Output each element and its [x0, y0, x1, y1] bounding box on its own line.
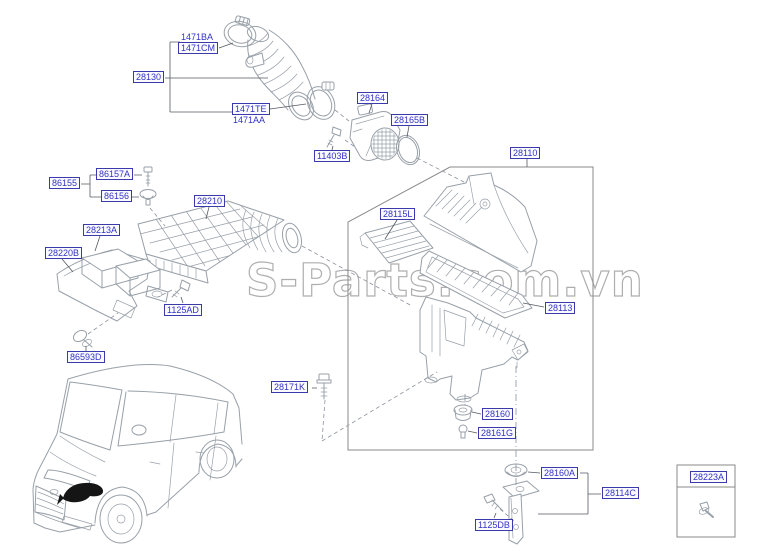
lower-hose-clamp	[306, 81, 336, 120]
part-label-28110[interactable]: 28110	[510, 147, 541, 159]
grommet-86156	[139, 189, 157, 206]
part-label-28113[interactable]: 28113	[545, 302, 576, 314]
part-label-28161G[interactable]: 28161G	[478, 427, 517, 439]
retainer-clip-icon	[698, 501, 714, 518]
bolt-28171K	[316, 373, 332, 400]
air-flow-sensor	[349, 103, 401, 161]
plug-28161G	[458, 424, 468, 439]
part-label-1125DB[interactable]: 1125DB	[475, 519, 513, 531]
assembly-dashed-lines	[87, 109, 517, 522]
part-label-1471CM[interactable]: 1471CM	[178, 42, 219, 54]
vehicle-outline	[32, 364, 243, 544]
part-label-28130[interactable]: 28130	[133, 71, 165, 83]
part-label-1471AA: 1471AA	[233, 115, 266, 125]
legend-box-28223A	[676, 464, 736, 538]
part-label-28160[interactable]: 28160	[482, 408, 514, 420]
air-intake-hose	[245, 25, 316, 121]
part-label-1471BA: 1471BA	[181, 32, 214, 42]
screw-86157A	[143, 166, 153, 187]
part-label-86156[interactable]: 86156	[101, 190, 133, 202]
air-cleaner-body	[419, 296, 529, 403]
part-label-86157A[interactable]: 86157A	[96, 168, 134, 180]
part-label-1125AD[interactable]: 1125AD	[164, 304, 202, 316]
resonator-duct	[137, 200, 303, 303]
part-label-28115L[interactable]: 28115L	[380, 208, 416, 220]
air-cleaner-cover	[423, 172, 538, 273]
part-label-86155[interactable]: 86155	[49, 177, 81, 189]
part-label-28213A[interactable]: 28213A	[83, 224, 121, 236]
mounting-bracket-28114C	[502, 480, 540, 545]
assembly-frame-28110	[347, 166, 594, 451]
grommet-28160	[453, 404, 473, 421]
part-label-1471TE[interactable]: 1471TE	[232, 103, 270, 115]
clip-86593D	[72, 329, 93, 348]
cover-panel	[359, 220, 434, 264]
part-label-28165B[interactable]: 28165B	[391, 114, 429, 126]
part-label-28220B[interactable]: 28220B	[45, 247, 83, 259]
part-label-28164[interactable]: 28164	[357, 92, 389, 104]
part-label-86593D[interactable]: 86593D	[67, 351, 105, 363]
part-label-28223A[interactable]: 28223A	[690, 471, 728, 483]
part-label-28160A[interactable]: 28160A	[541, 467, 579, 479]
part-label-11403B[interactable]: 11403B	[314, 150, 351, 162]
bolt-1125AD	[171, 279, 191, 298]
bolt-11403B	[326, 126, 342, 148]
part-label-28114C[interactable]: 28114C	[602, 487, 639, 499]
seal-o-ring	[395, 134, 421, 166]
air-filter-element	[419, 250, 533, 319]
leader-lines	[61, 41, 601, 519]
bolt-1125DB	[483, 493, 504, 512]
intake-foam-blocks	[81, 248, 161, 297]
upper-hose-clamp	[223, 15, 257, 48]
part-label-28210[interactable]: 28210	[194, 195, 226, 207]
part-label-28171K[interactable]: 28171K	[271, 381, 309, 393]
part-location-highlight	[63, 482, 104, 503]
